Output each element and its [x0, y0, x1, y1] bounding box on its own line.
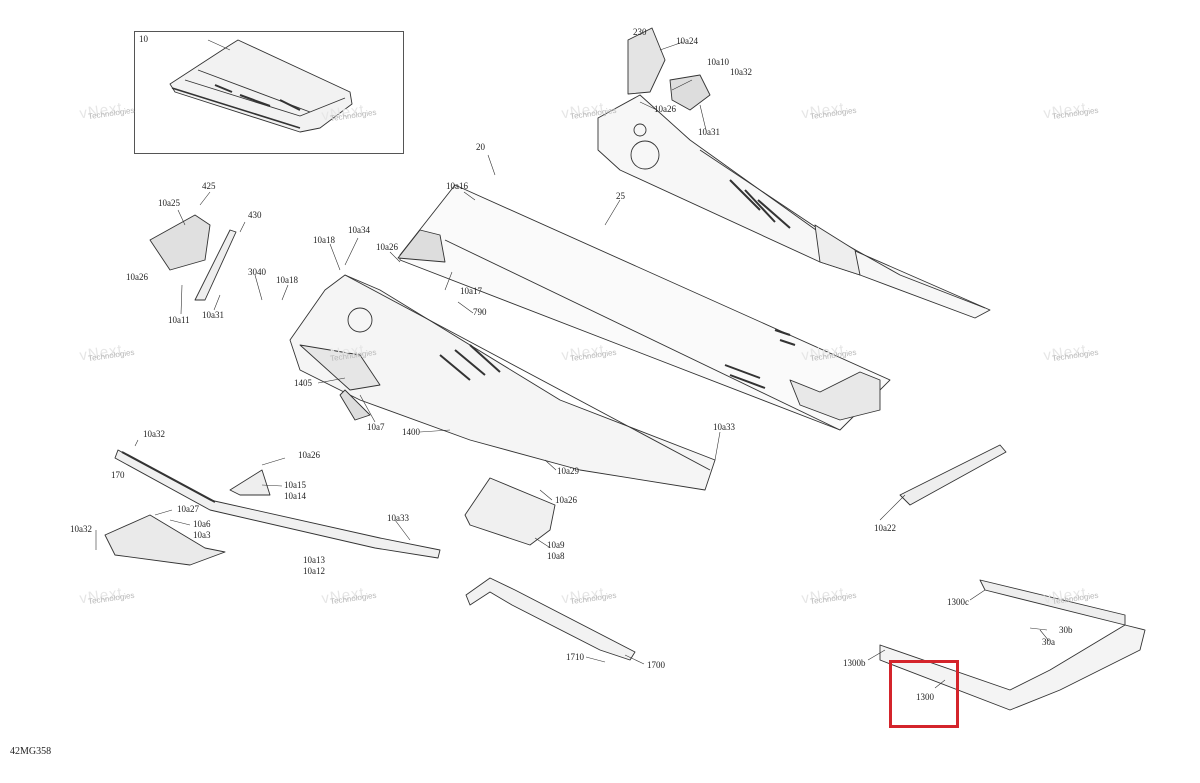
- callout[interactable]: 170: [111, 470, 125, 480]
- leader-lines: [95, 39, 1050, 689]
- callout[interactable]: 10a15: [284, 480, 306, 490]
- tunnel-body: [397, 184, 891, 431]
- callout[interactable]: 10a10: [707, 57, 729, 67]
- callout[interactable]: 10a8: [547, 551, 565, 561]
- callout[interactable]: 790: [473, 307, 487, 317]
- callout[interactable]: 1300b: [843, 658, 866, 668]
- callout[interactable]: 10a14: [284, 491, 306, 501]
- plate-10a27: [104, 514, 226, 566]
- callout[interactable]: 10a7: [367, 422, 385, 432]
- callout[interactable]: 10a6: [193, 519, 211, 529]
- callout[interactable]: 10a34: [348, 225, 370, 235]
- callout[interactable]: 10a3: [193, 530, 211, 540]
- callout[interactable]: 10a18: [313, 235, 335, 245]
- callout[interactable]: 10a25: [158, 198, 180, 208]
- callout[interactable]: 10a12: [303, 566, 325, 576]
- rail-10a22: [899, 444, 1007, 506]
- callout[interactable]: 10a11: [168, 315, 190, 325]
- callout[interactable]: 430: [248, 210, 262, 220]
- callout[interactable]: 10a18: [276, 275, 298, 285]
- callout[interactable]: 10: [139, 34, 148, 44]
- callout[interactable]: 3040: [248, 267, 266, 277]
- highlight-box: [889, 660, 959, 728]
- callout[interactable]: 1400: [402, 427, 420, 437]
- rail-10a13: [114, 449, 441, 559]
- callout[interactable]: 20: [476, 142, 485, 152]
- callout[interactable]: 10a31: [202, 310, 224, 320]
- bumper-1300: [879, 579, 1146, 711]
- callout[interactable]: 30a: [1042, 637, 1055, 647]
- runner-1700: [465, 577, 636, 661]
- callout[interactable]: 10a9: [547, 540, 565, 550]
- callout[interactable]: 425: [202, 181, 216, 191]
- callout[interactable]: 10a33: [713, 422, 735, 432]
- callout[interactable]: 30b: [1059, 625, 1073, 635]
- callout[interactable]: 10a29: [557, 466, 579, 476]
- callout[interactable]: 10a26: [555, 495, 577, 505]
- callout[interactable]: 10a17: [460, 286, 482, 296]
- callout[interactable]: 1710: [566, 652, 584, 662]
- callout[interactable]: 1300c: [947, 597, 969, 607]
- callout[interactable]: 10a32: [143, 429, 165, 439]
- callout[interactable]: 10a16: [446, 181, 468, 191]
- callout[interactable]: 10a31: [698, 127, 720, 137]
- bracket-10a25: [149, 214, 237, 301]
- plate-10a9: [464, 477, 556, 546]
- callout[interactable]: 10a26: [654, 104, 676, 114]
- bracket-10a24: [627, 27, 711, 111]
- callout[interactable]: 230: [633, 27, 647, 37]
- callout[interactable]: 1405: [294, 378, 312, 388]
- upper-rail-part: [597, 94, 991, 319]
- diagram-code: 42MG358: [10, 746, 52, 757]
- callout[interactable]: 10a26: [126, 272, 148, 282]
- callout[interactable]: 1300: [916, 692, 934, 702]
- callout[interactable]: 25: [616, 191, 625, 201]
- callout[interactable]: 10a27: [177, 504, 199, 514]
- bracket-10a15: [229, 469, 271, 496]
- callout[interactable]: 10a32: [730, 67, 752, 77]
- callout[interactable]: 1700: [647, 660, 665, 670]
- callout[interactable]: 10a22: [874, 523, 896, 533]
- callout[interactable]: 10a13: [303, 555, 325, 565]
- callout[interactable]: 10a33: [387, 513, 409, 523]
- callout[interactable]: 10a32: [70, 524, 92, 534]
- inset-frame: [134, 31, 404, 154]
- callout[interactable]: 10a24: [676, 36, 698, 46]
- callout[interactable]: 10a26: [376, 242, 398, 252]
- inset-tunnel-part: [169, 39, 353, 133]
- central-frame: [289, 274, 716, 491]
- callout[interactable]: 10a26: [298, 450, 320, 460]
